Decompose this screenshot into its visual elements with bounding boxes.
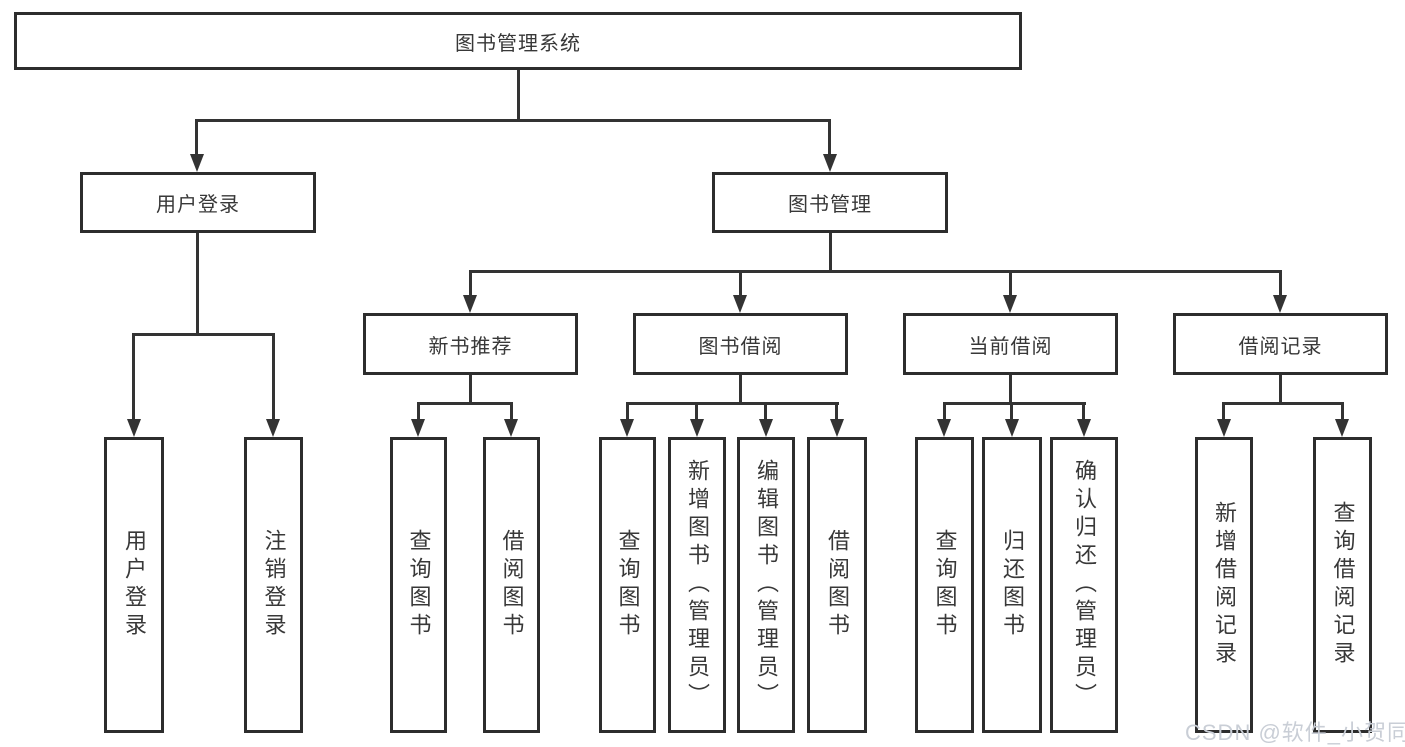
leaf-borrow-edit: 编辑图书（管理员） <box>737 437 795 733</box>
v-line <box>517 70 520 122</box>
node-book-mgmt-label: 图书管理 <box>788 194 872 216</box>
leaf-user-login-label: 用户登录 <box>122 529 147 641</box>
leaf-newbooks-borrow-label: 借阅图书 <box>499 529 525 641</box>
node-root-label: 图书管理系统 <box>455 32 581 55</box>
arrow-head <box>1005 419 1019 437</box>
leaf-newbooks-query-label: 查询图书 <box>406 529 432 641</box>
h-line <box>469 270 1282 273</box>
leaf-user-login: 用户登录 <box>104 437 164 733</box>
v-line <box>829 233 832 273</box>
arrow-head <box>1273 295 1287 313</box>
node-root: 图书管理系统 <box>14 12 1022 70</box>
v-line <box>510 402 513 420</box>
node-current-borrow-label: 当前借阅 <box>968 335 1053 358</box>
v-line <box>828 119 831 157</box>
leaf-records-query: 查询借阅记录 <box>1313 437 1372 733</box>
watermark: CSDN @软件_小贺同学 <box>1185 720 1405 745</box>
h-line <box>132 333 275 336</box>
v-line <box>469 375 472 405</box>
v-line <box>1279 375 1282 405</box>
arrow-head <box>937 419 951 437</box>
leaf-borrow-query: 查询图书 <box>599 437 656 733</box>
leaf-borrow-borrow-label: 借阅图书 <box>825 529 850 641</box>
v-line <box>272 333 275 421</box>
arrow-head <box>463 295 477 313</box>
v-line <box>1222 402 1225 420</box>
leaf-logout-label: 注销登录 <box>261 529 287 641</box>
v-line <box>132 333 135 421</box>
leaf-current-return: 归还图书 <box>982 437 1042 733</box>
leaf-current-return-label: 归还图书 <box>1000 529 1025 641</box>
v-line <box>739 270 742 297</box>
leaf-newbooks-borrow: 借阅图书 <box>483 437 540 733</box>
leaf-newbooks-query: 查询图书 <box>390 437 447 733</box>
node-new-books-label: 新书推荐 <box>428 335 513 358</box>
leaf-borrow-edit-label: 编辑图书（管理员） <box>754 459 779 711</box>
arrow-head <box>266 419 280 437</box>
h-line <box>943 402 1086 405</box>
v-line <box>764 402 767 420</box>
v-line <box>943 402 946 420</box>
h-line <box>626 402 839 405</box>
leaf-current-confirm: 确认归还（管理员） <box>1050 437 1118 733</box>
arrow-head <box>190 154 204 172</box>
arrow-head <box>759 419 773 437</box>
leaf-current-query-label: 查询图书 <box>932 529 958 641</box>
v-line <box>1082 402 1085 420</box>
v-line <box>1009 375 1012 405</box>
v-line <box>195 119 198 157</box>
leaf-records-query-label: 查询借阅记录 <box>1330 501 1356 669</box>
v-line <box>417 402 420 420</box>
node-book-mgmt: 图书管理 <box>712 172 948 233</box>
node-borrow-records: 借阅记录 <box>1173 313 1388 375</box>
v-line <box>1010 402 1013 420</box>
arrow-head <box>620 419 634 437</box>
leaf-borrow-add: 新增图书（管理员） <box>668 437 726 733</box>
node-new-books: 新书推荐 <box>363 313 578 375</box>
leaf-records-add-label: 新增借阅记录 <box>1212 501 1237 669</box>
arrow-head <box>127 419 141 437</box>
arrow-head <box>823 154 837 172</box>
arrow-head <box>411 419 425 437</box>
arrow-head <box>830 419 844 437</box>
v-line <box>1009 270 1012 297</box>
arrow-head <box>1217 419 1231 437</box>
node-book-borrow: 图书借阅 <box>633 313 848 375</box>
leaf-borrow-borrow: 借阅图书 <box>807 437 867 733</box>
leaf-current-confirm-label: 确认归还（管理员） <box>1072 459 1097 711</box>
v-line <box>1341 402 1344 420</box>
v-line <box>1279 270 1282 297</box>
arrow-head <box>733 295 747 313</box>
leaf-borrow-query-label: 查询图书 <box>615 529 641 641</box>
v-line <box>626 402 629 420</box>
arrow-head <box>1003 295 1017 313</box>
node-book-borrow-label: 图书借阅 <box>698 335 783 358</box>
leaf-logout: 注销登录 <box>244 437 303 733</box>
v-line <box>196 233 199 336</box>
h-line <box>195 119 831 122</box>
node-user-login: 用户登录 <box>80 172 316 233</box>
h-line <box>417 402 513 405</box>
leaf-records-add: 新增借阅记录 <box>1195 437 1253 733</box>
leaf-current-query: 查询图书 <box>915 437 974 733</box>
v-line <box>835 402 838 420</box>
node-current-borrow: 当前借阅 <box>903 313 1118 375</box>
arrow-head <box>504 419 518 437</box>
node-borrow-records-label: 借阅记录 <box>1238 335 1323 358</box>
arrow-head <box>1335 419 1349 437</box>
leaf-borrow-add-label: 新增图书（管理员） <box>685 459 710 711</box>
node-user-login-label: 用户登录 <box>156 194 240 216</box>
arrow-head <box>690 419 704 437</box>
v-line <box>695 402 698 420</box>
v-line <box>739 375 742 405</box>
h-line <box>1222 402 1344 405</box>
v-line <box>469 270 472 297</box>
arrow-head <box>1077 419 1091 437</box>
